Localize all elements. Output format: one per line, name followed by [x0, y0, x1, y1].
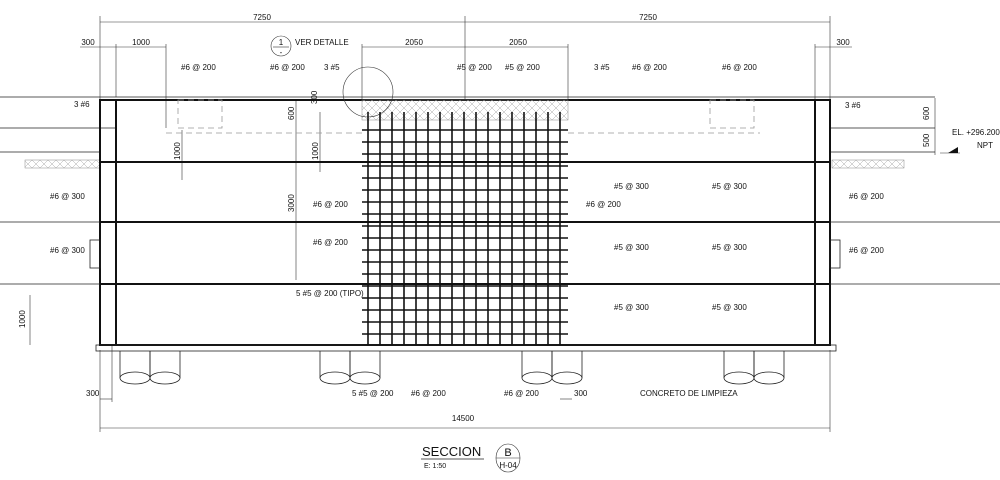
rebar-label: #5 @ 300	[712, 182, 747, 191]
rebar-label: #6 @ 200	[313, 238, 348, 247]
dim-center-right: 2050	[509, 38, 527, 47]
concrete-note: CONCRETO DE LIMPIEZA	[640, 389, 738, 398]
rebar-label-tipo: 5 #5 @ 200 (TIPO)	[296, 289, 364, 298]
section-scale: E: 1:50	[424, 463, 446, 470]
rebar-label: #6 @ 200	[411, 389, 446, 398]
rebar-label: #6 @ 200	[586, 200, 621, 209]
rebar-label-side-right: 3 #6	[845, 101, 861, 110]
rebar-label: #6 @ 200	[849, 192, 884, 201]
pile-base	[119, 371, 151, 385]
rebar-label: #6 @ 200	[313, 200, 348, 209]
rebar-label: #6 @ 200	[181, 63, 216, 72]
rebar-label: #5 @ 300	[712, 243, 747, 252]
rebar-label: #6 @ 200	[504, 389, 539, 398]
section-title: SECCION	[422, 444, 481, 459]
pile-base	[149, 371, 181, 385]
pile-base	[753, 371, 785, 385]
rebar-label: 3 #5	[594, 63, 610, 72]
dim-v-1000-a: 1000	[173, 142, 182, 160]
pile-base	[349, 371, 381, 385]
rebar-label: #6 @ 200	[722, 63, 757, 72]
rebar-label: #6 @ 200	[849, 246, 884, 255]
dim-bottom-left-300: 300	[86, 389, 100, 398]
dim-v-1000-b: 1000	[311, 142, 320, 160]
rebar-label-side-left: 3 #6	[74, 100, 90, 109]
section-id: B	[504, 447, 511, 459]
rebar-label: #5 @ 300	[712, 303, 747, 312]
dim-v-300-left: 300	[310, 90, 319, 104]
sheet-ref: H-04	[499, 461, 517, 470]
pile-base	[319, 371, 351, 385]
rebar-label: 5 #5 @ 200	[352, 389, 394, 398]
dim-v-600-right: 600	[922, 106, 931, 120]
dim-v-600-left: 600	[287, 106, 296, 120]
rebar-label: #5 @ 300	[614, 182, 649, 191]
pile-base	[551, 371, 583, 385]
dim-v-3000: 3000	[287, 194, 296, 212]
dim-center-left: 2050	[405, 38, 423, 47]
rebar-label: #5 @ 200	[505, 63, 540, 72]
pile-base	[723, 371, 755, 385]
dim-top-right-span: 7250	[639, 13, 657, 22]
detail-number: 1	[279, 38, 284, 47]
rebar-label: #5 @ 300	[614, 243, 649, 252]
dim-total: 14500	[452, 414, 475, 423]
detail-label: VER DETALLE	[295, 38, 349, 47]
elevation-ref: NPT	[977, 141, 993, 150]
dim-v-500-right: 500	[922, 133, 931, 147]
rebar-label: #5 @ 200	[457, 63, 492, 72]
dim-left-offset: 300	[81, 38, 95, 47]
dimension-lines	[29, 16, 960, 432]
dim-left-width: 1000	[132, 38, 150, 47]
dim-right-offset: 300	[836, 38, 850, 47]
dim-bottom-right-300: 300	[574, 389, 588, 398]
rebar-label: #5 @ 300	[614, 303, 649, 312]
elevation-label: EL. +296.200	[952, 128, 1000, 137]
dim-top-left-span: 7250	[253, 13, 271, 22]
detail-callout[interactable]: 1 - VER DETALLE	[270, 35, 349, 57]
rebar-label: 3 #5	[324, 63, 340, 72]
structure-outline	[0, 66, 1000, 385]
detail-sub: -	[280, 48, 283, 57]
rebar-label: #6 @ 300	[50, 192, 85, 201]
section-title-block: SECCION E: 1:50 B H-04	[421, 443, 521, 473]
rebar-label: #6 @ 200	[632, 63, 667, 72]
rebar-label: #6 @ 200	[270, 63, 305, 72]
pile-base	[521, 371, 553, 385]
rebar-label: #6 @ 300	[50, 246, 85, 255]
dim-v-1000-far-left: 1000	[18, 310, 27, 328]
